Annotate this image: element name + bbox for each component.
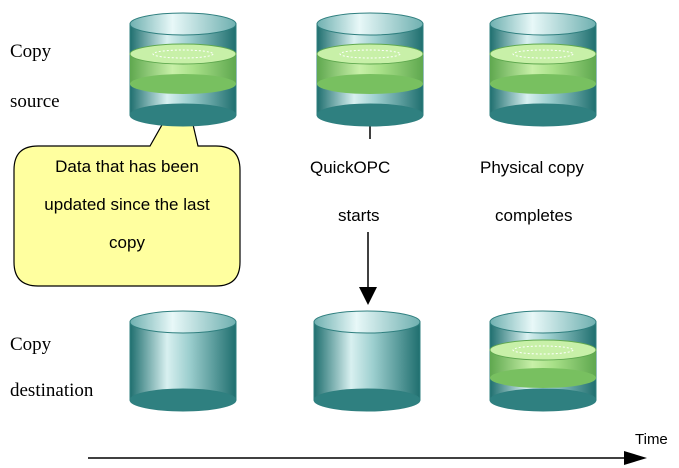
callout-line2: updated since the last: [44, 195, 210, 214]
cylinder-dest-3: [489, 310, 597, 412]
cylinder-source-1: [129, 12, 237, 127]
time-axis-label: Time: [635, 431, 668, 448]
callout-line3: copy: [109, 233, 145, 252]
copy-destination-label-line1: Copy: [10, 334, 52, 355]
cylinder-source-2: [316, 12, 424, 127]
cylinder-dest-2: [313, 310, 421, 412]
copy-destination-label-line2: destination: [10, 380, 94, 401]
time-axis-head: [624, 451, 647, 465]
physical-copy-label-line2: completes: [495, 206, 573, 225]
quickopc-label-line2: starts: [338, 206, 380, 225]
quickopc-label-line1: QuickOPC: [310, 158, 391, 177]
copy-source-label-line2: source: [10, 91, 60, 112]
copy-source-label-line1: Copy: [10, 41, 52, 62]
cylinder-source-3: [489, 12, 597, 127]
callout-line1: Data that has been: [55, 157, 199, 176]
physical-copy-label-line1: Physical copy: [480, 158, 584, 177]
cylinder-dest-1: [129, 310, 237, 412]
callout-bubble: [13, 84, 241, 287]
copy-arrow-head: [359, 287, 377, 305]
callout-text: Data that has been updated since the las…: [14, 148, 240, 262]
